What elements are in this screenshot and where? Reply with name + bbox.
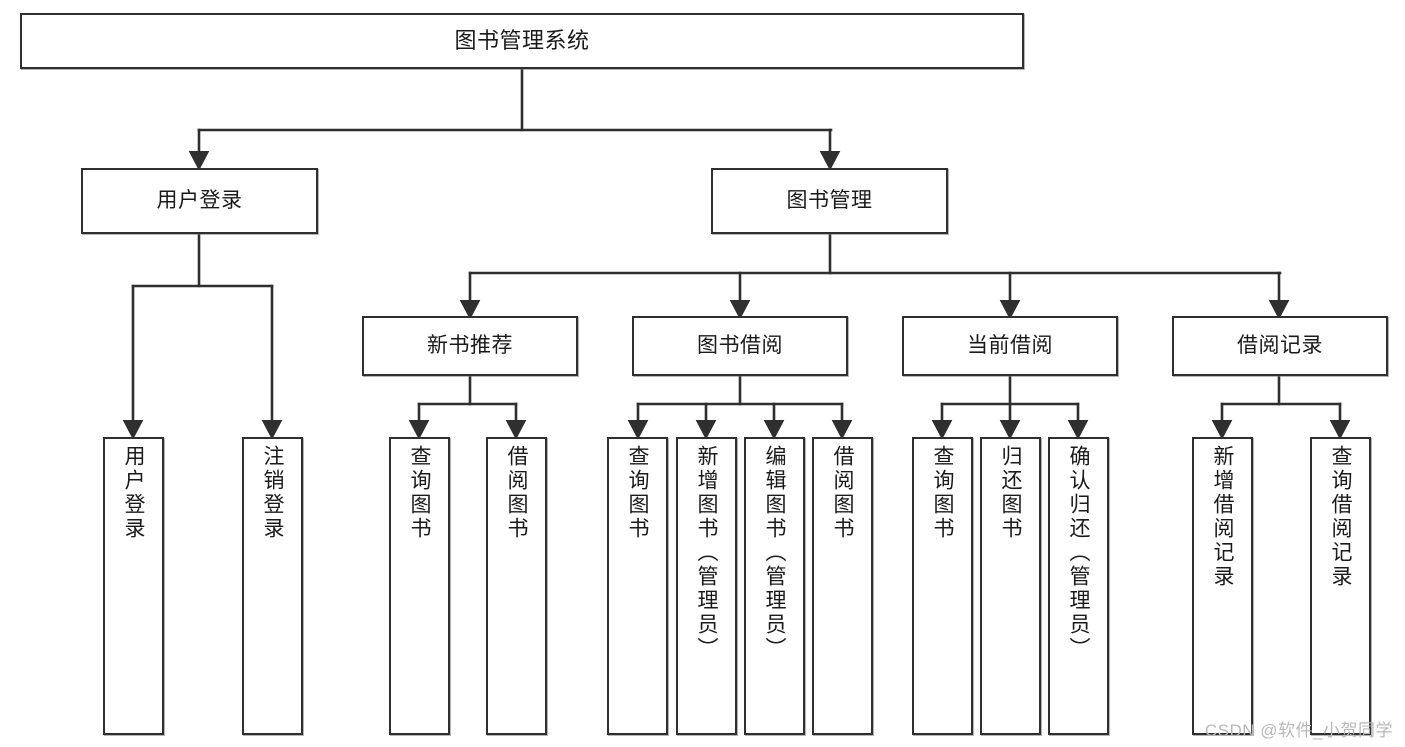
csdn-watermark: CSDN @软件_小贺同学 — [1204, 721, 1393, 740]
node-leaf-edit-book-label: 编辑图书（管理员） — [763, 445, 786, 661]
node-current-borrow-label: 当前借阅 — [967, 333, 1053, 357]
node-leaf-borrow-book-1-label: 借阅图书 — [505, 445, 528, 541]
node-root-book-management-system[interactable]: 图书管理系统 — [20, 13, 1024, 69]
node-book-borrow-label: 图书借阅 — [697, 333, 783, 357]
node-leaf-logout-login-label: 注销登录 — [261, 445, 284, 541]
node-new-book-recommend[interactable]: 新书推荐 — [362, 316, 578, 376]
node-leaf-confirm-return[interactable]: 确认归还（管理员） — [1048, 437, 1109, 735]
node-leaf-query-record-label: 查询借阅记录 — [1329, 445, 1352, 589]
node-leaf-add-book[interactable]: 新增图书（管理员） — [676, 437, 737, 735]
node-current-borrow[interactable]: 当前借阅 — [902, 316, 1118, 376]
node-new-book-recommend-label: 新书推荐 — [427, 333, 513, 357]
node-leaf-return-book[interactable]: 归还图书 — [980, 437, 1041, 735]
node-user-login[interactable]: 用户登录 — [81, 168, 318, 234]
node-leaf-query-book-1[interactable]: 查询图书 — [389, 437, 450, 735]
node-book-management-label: 图书管理 — [786, 188, 873, 212]
node-borrow-record[interactable]: 借阅记录 — [1172, 316, 1388, 376]
node-borrow-record-label: 借阅记录 — [1237, 333, 1323, 357]
node-leaf-borrow-book-2[interactable]: 借阅图书 — [812, 437, 873, 735]
node-leaf-query-book-3[interactable]: 查询图书 — [912, 437, 973, 735]
node-leaf-add-record[interactable]: 新增借阅记录 — [1192, 437, 1253, 735]
node-leaf-edit-book[interactable]: 编辑图书（管理员） — [744, 437, 805, 735]
node-leaf-query-book-2[interactable]: 查询图书 — [607, 437, 668, 735]
node-leaf-user-login[interactable]: 用户登录 — [103, 437, 164, 735]
node-leaf-confirm-return-label: 确认归还（管理员） — [1067, 445, 1090, 661]
node-leaf-logout-login[interactable]: 注销登录 — [242, 437, 303, 735]
node-leaf-query-book-1-label: 查询图书 — [408, 445, 431, 541]
node-leaf-borrow-book-1[interactable]: 借阅图书 — [486, 437, 547, 735]
node-leaf-return-book-label: 归还图书 — [999, 445, 1022, 541]
node-root-label: 图书管理系统 — [454, 28, 590, 54]
node-book-borrow[interactable]: 图书借阅 — [632, 316, 848, 376]
node-leaf-query-book-3-label: 查询图书 — [931, 445, 954, 541]
node-leaf-query-book-2-label: 查询图书 — [626, 445, 649, 541]
node-leaf-query-record[interactable]: 查询借阅记录 — [1310, 437, 1371, 735]
node-leaf-borrow-book-2-label: 借阅图书 — [831, 445, 854, 541]
node-leaf-user-login-label: 用户登录 — [122, 445, 145, 541]
node-leaf-add-record-label: 新增借阅记录 — [1211, 445, 1234, 589]
node-user-login-label: 用户登录 — [156, 188, 243, 212]
node-book-management[interactable]: 图书管理 — [711, 168, 948, 234]
node-leaf-add-book-label: 新增图书（管理员） — [695, 445, 718, 661]
